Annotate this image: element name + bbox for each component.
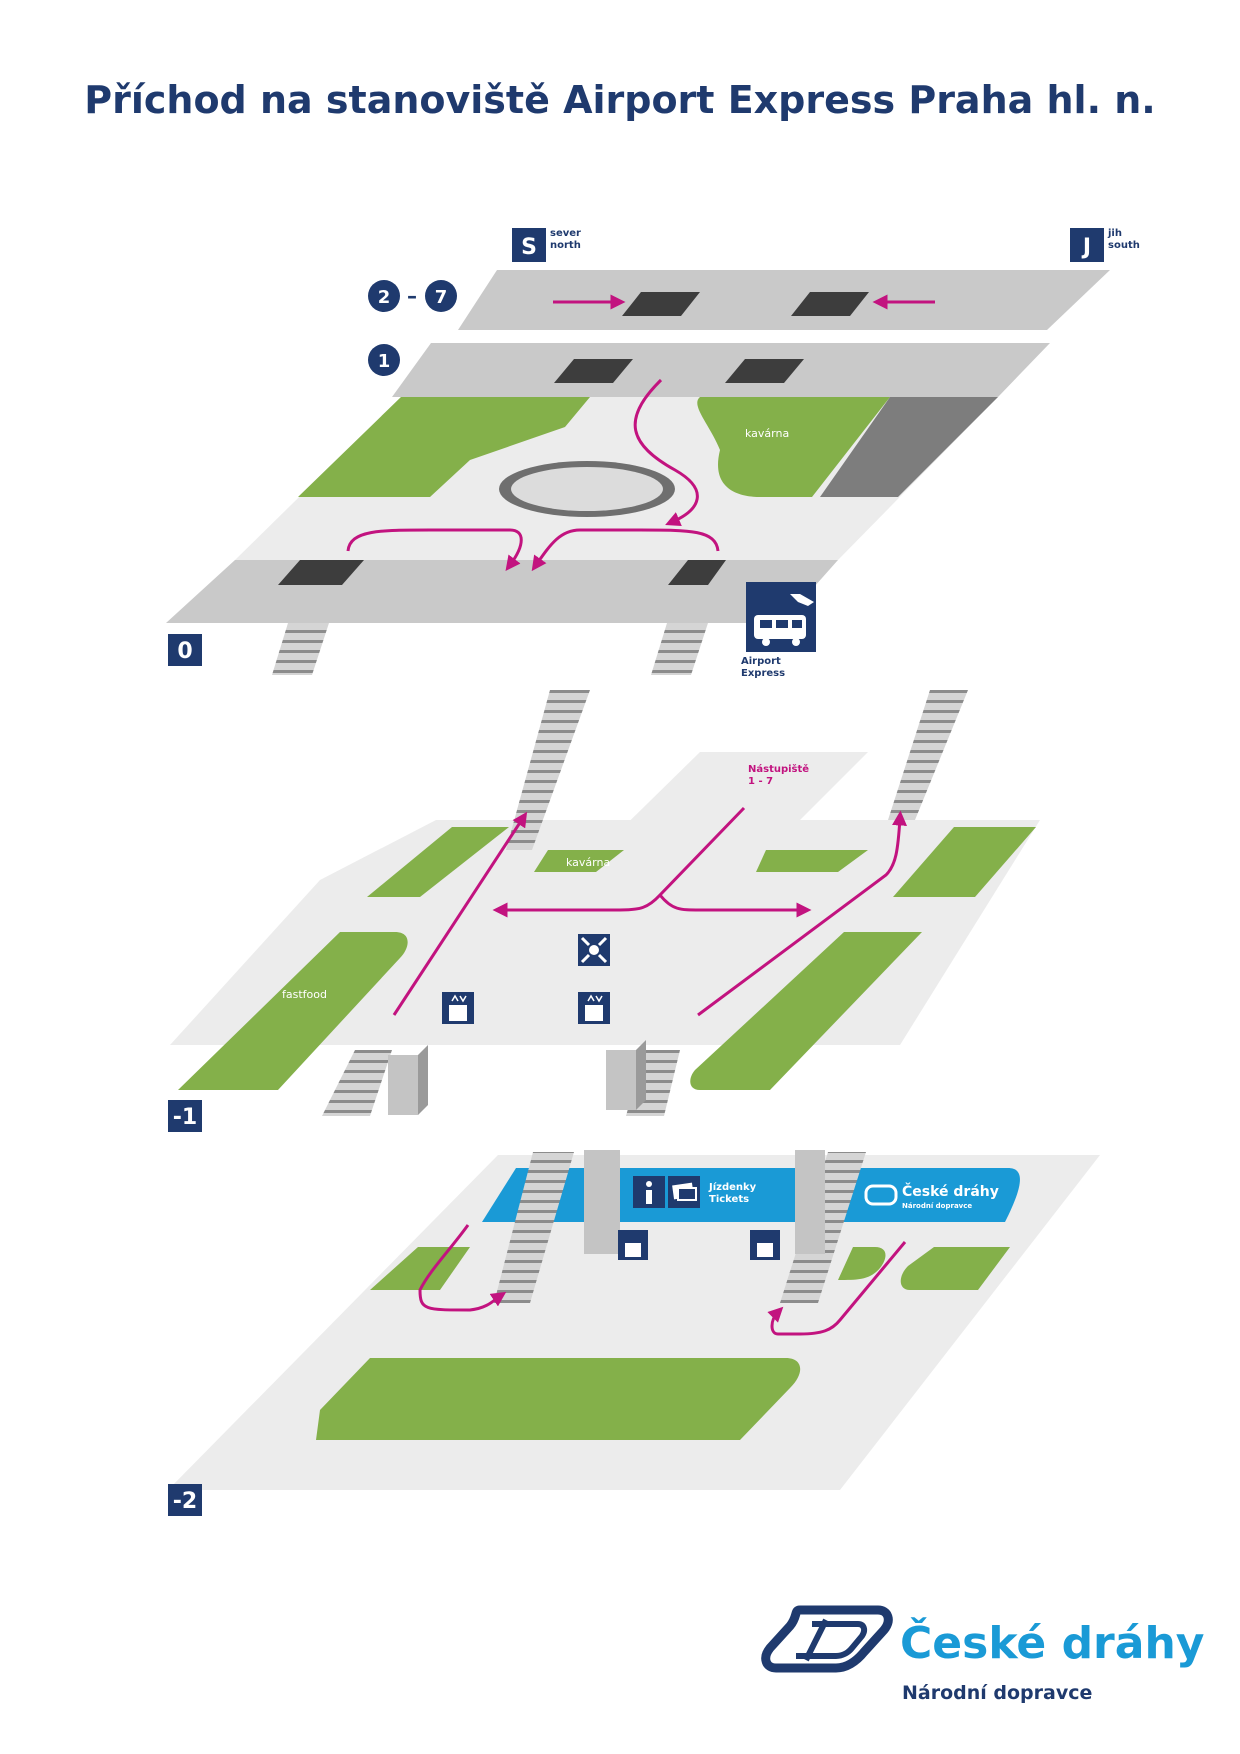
walk-arrow — [697, 810, 908, 1017]
hall-green-left — [298, 397, 590, 497]
banner-name: České dráhy — [902, 1182, 999, 1200]
platforms-sign-line2: 1 - 7 — [748, 776, 773, 787]
pillar-side — [636, 1040, 646, 1110]
platform-1 — [392, 343, 1050, 397]
green-large — [316, 1358, 801, 1440]
meeting-point-icon — [578, 934, 610, 966]
elevator-icon — [618, 1230, 648, 1260]
fastfood-label: fastfood — [282, 988, 327, 1001]
bus-plane-icon — [746, 582, 816, 652]
tickets-line1: Jízdenky — [708, 1181, 757, 1193]
pillar — [584, 1150, 620, 1254]
airport-express-line1: Airport — [741, 656, 781, 667]
level-minus-1 — [170, 690, 1040, 1116]
elevator-icon — [578, 992, 610, 1024]
dark-area — [820, 397, 998, 497]
stairs-down — [668, 560, 726, 585]
ticket-icon — [668, 1176, 700, 1208]
platform-badge — [368, 280, 400, 312]
pillar-side — [418, 1045, 428, 1115]
level-0 — [166, 270, 1110, 675]
pillar — [388, 1055, 418, 1115]
level-badge-minus-2 — [168, 1484, 202, 1516]
platform-dash: – — [407, 284, 417, 308]
south-label-en: south — [1108, 240, 1140, 251]
south-label-cz: jih — [1107, 228, 1122, 239]
green-top-left — [367, 827, 509, 897]
green-left — [370, 1247, 470, 1290]
north-label-cz: sever — [550, 228, 581, 239]
walk-arrow — [633, 378, 699, 526]
platform-stairs — [725, 359, 804, 383]
tickets-line2: Tickets — [709, 1194, 749, 1205]
pillar — [795, 1150, 825, 1254]
escalator — [651, 623, 708, 675]
cd-logo-icon — [761, 1605, 893, 1673]
cafe-label: kavárna — [566, 856, 610, 869]
green-mid — [838, 1247, 886, 1280]
green-cafe — [534, 850, 624, 872]
escalator — [322, 1050, 392, 1116]
walk-arrow — [346, 528, 523, 572]
stairs-down — [278, 560, 364, 585]
level-label-0: 0 — [177, 639, 192, 664]
info-icon — [633, 1176, 665, 1208]
level-badge-0 — [168, 634, 202, 666]
hall-south-band — [166, 560, 838, 623]
north-label-en: north — [550, 240, 581, 251]
escalator — [272, 623, 329, 675]
level-badge-minus-1 — [168, 1100, 202, 1132]
cafe-label: kavárna — [745, 427, 789, 440]
fastfood-area — [178, 932, 408, 1090]
platform-badge — [425, 280, 457, 312]
escalator — [888, 690, 968, 820]
escalator — [506, 690, 590, 850]
green-top-right — [756, 850, 868, 872]
green-right — [900, 1247, 1010, 1290]
north-badge — [512, 228, 546, 262]
central-opening-inner — [511, 467, 663, 511]
level-label-minus-2: -2 — [173, 1489, 197, 1514]
level-label-minus-1: -1 — [173, 1105, 197, 1130]
banner-cd-logo-icon — [864, 1184, 898, 1206]
walk-arrow — [658, 894, 812, 918]
logo-name: České dráhy — [900, 1618, 1205, 1669]
platform-from: 2 — [378, 287, 391, 308]
level-minus-2 — [168, 1150, 1100, 1490]
banner-sub: Národní dopravce — [902, 1202, 972, 1210]
platform-to: 7 — [435, 287, 448, 308]
walk-arrow — [418, 1224, 507, 1312]
walk-arrow — [767, 1241, 907, 1336]
platforms-sign-line1: Nástupiště — [748, 763, 809, 775]
page-title: Příchod na stanoviště Airport Express Pr… — [84, 78, 1156, 122]
south-letter: J — [1081, 235, 1091, 260]
green-bottom-right — [690, 932, 922, 1090]
cafe-area — [697, 397, 890, 497]
green-right — [893, 827, 1036, 897]
platform-stairs — [554, 359, 633, 383]
elevator-icon — [750, 1230, 780, 1260]
walk-arrow — [531, 528, 720, 572]
walk-arrow — [392, 811, 528, 1016]
platform-stairs — [622, 292, 700, 316]
logo-subtitle: Národní dopravce — [902, 1682, 1093, 1704]
pillar — [606, 1050, 636, 1110]
platform-stairs — [791, 292, 869, 316]
escalator — [494, 1152, 574, 1303]
north-letter: S — [521, 235, 537, 260]
south-badge — [1070, 228, 1104, 262]
platform-badge — [368, 344, 400, 376]
platform-2-7 — [458, 270, 1110, 330]
airport-express-line2: Express — [741, 668, 785, 679]
elevator-icon — [442, 992, 474, 1024]
platform-1: 1 — [378, 351, 391, 372]
